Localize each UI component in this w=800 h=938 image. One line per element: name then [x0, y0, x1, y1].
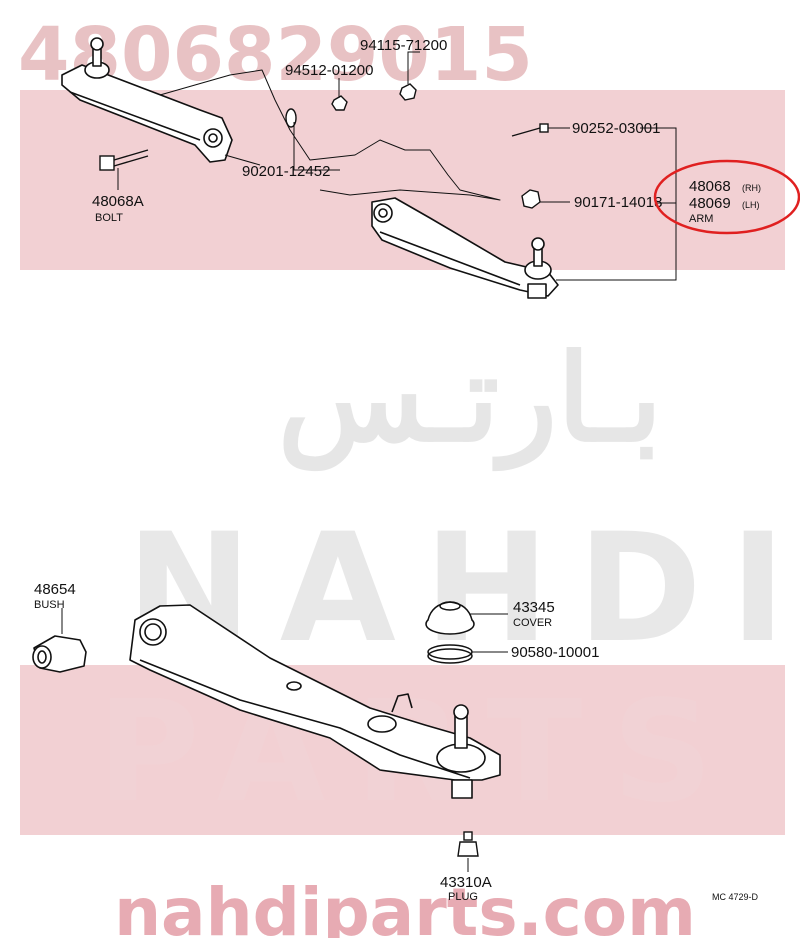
upper-ball-joint: [84, 37, 110, 79]
watermark-site: nahdiparts.com: [114, 874, 696, 938]
crossmember-outline: [159, 69, 501, 201]
label-cover: COVER: [513, 617, 552, 629]
dust-cover-43345: [425, 601, 475, 635]
label-48068: 48068: [689, 178, 731, 195]
nut-94512: [331, 95, 348, 111]
label-arm: ARM: [689, 213, 713, 225]
leader-lines-upper: [117, 51, 677, 281]
lower-arm-assembly: [32, 604, 501, 799]
arm-upper-view: [371, 197, 559, 299]
arm-eye-lower: [139, 618, 167, 646]
grease-plug-43310a: [457, 831, 479, 857]
upper-arm-assembly: [61, 37, 501, 201]
arm-body-lower: [129, 604, 501, 781]
upper-arm-bushing: [203, 128, 223, 148]
label-94115-71200: 94115-71200: [360, 37, 447, 54]
label-48069: 48069: [689, 195, 731, 212]
label-90171-14018: 90171-14018: [574, 194, 662, 211]
label-bolt: BOLT: [95, 212, 123, 224]
label-bush: BUSH: [34, 599, 65, 611]
label-rh: (RH): [742, 183, 761, 193]
label-43310a: 43310A: [440, 874, 492, 891]
figure-code: MC 4729-D: [712, 892, 759, 902]
label-94512-01200: 94512-01200: [285, 62, 373, 79]
label-48068a: 48068A: [92, 193, 144, 210]
label-lh: (LH): [742, 200, 760, 210]
label-90252-03001: 90252-03001: [572, 120, 660, 137]
arm-highlight-ring: [653, 159, 800, 235]
label-plug: PLUG: [448, 891, 478, 903]
label-43345: 43345: [513, 599, 555, 616]
label-48654: 48654: [34, 581, 76, 598]
ball-joint-lower: [436, 704, 486, 799]
watermark-arabic: بـارتـس: [278, 332, 663, 472]
watermark-layer: 4806829015 بـارتـس NAHDI PARTS nahdipart…: [18, 12, 786, 938]
leader-lines-lower: [61, 608, 508, 872]
bolt-48068a: [99, 149, 149, 171]
label-90580-10001: 90580-10001: [511, 644, 599, 661]
nut-94115: [399, 83, 417, 101]
bush-48654: [32, 635, 87, 673]
callout-labels: 94115-71200 94512-01200 90252-03001 9020…: [34, 37, 761, 903]
upper-arm-edge: [69, 91, 201, 141]
label-90201-12452: 90201-12452: [242, 163, 330, 180]
